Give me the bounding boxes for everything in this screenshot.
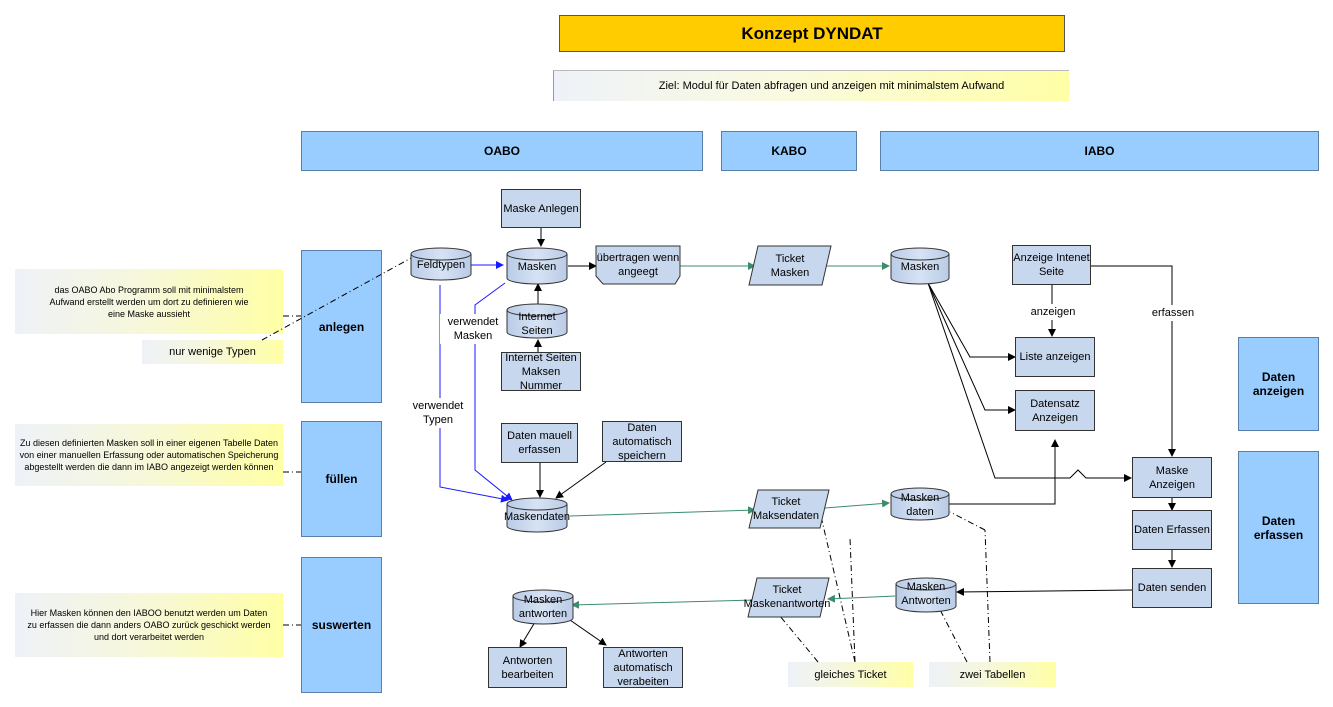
node-daten-senden: Daten senden [1132, 568, 1212, 608]
lane-oabo: OABO [301, 131, 703, 171]
node-iabo-maskenantworten: Masken Antworten [901, 581, 951, 607]
row-daten-anzeigen: Daten anzeigen [1238, 337, 1319, 431]
node-anzeige-internet: Anzeige Intenet Seite [1012, 245, 1091, 285]
row-daten-erfassen: Daten erfassen [1238, 451, 1319, 604]
note-auswerten: Hier Masken können den IABOO benutzt wer… [15, 593, 283, 657]
row-auswerten: suswerten [301, 557, 382, 693]
node-internet-seiten-nummer: Internet Seiten Maksen Nummer [501, 352, 581, 392]
lane-iabo: IABO [880, 131, 1319, 171]
node-maskendaten: Maskendaten [503, 511, 571, 523]
lane-kabo: KABO [721, 131, 857, 171]
row-anlegen: anlegen [301, 250, 382, 403]
diagram-title: Konzept DYNDAT [559, 15, 1065, 52]
node-iabo-maskendaten: Masken daten [900, 492, 940, 518]
row-fuellen: füllen [301, 421, 382, 537]
node-feldtypen: Feldtypen [416, 259, 466, 271]
node-ticket-masken: Ticket Masken [770, 253, 810, 279]
goal-note: Ziel: Modul für Daten abfragen und anzei… [553, 70, 1069, 101]
node-daten-automatisch: Daten automatisch speichern [602, 421, 682, 462]
edge-label-verwendet-typen: verwendet Typen [405, 398, 471, 428]
node-uebertragen: übertragen wenn angeegt [596, 252, 680, 278]
edge-label-anzeigen: anzeigen [1025, 304, 1081, 320]
node-maske-anlegen: Maske Anlegen [501, 189, 581, 228]
node-ticket-maskendaten: Ticket Maksendaten [752, 496, 820, 522]
node-masken: Masken [517, 261, 557, 273]
node-liste-anzeigen: Liste anzeigen [1015, 337, 1095, 377]
node-ticket-maskenantworten: Ticket Maskenantworten [743, 584, 831, 610]
note-gleiches-ticket: gleiches Ticket [788, 662, 913, 687]
node-daten-manuell: Daten mauell erfassen [501, 423, 578, 463]
note-wenige-typen: nur wenige Typen [142, 340, 283, 364]
note-oabo: das OABO Abo Programm soll mit minimalst… [15, 269, 283, 334]
node-internet-seiten: Internet Seiten [518, 311, 556, 337]
node-datensatz-anzeigen: Datensatz Anzeigen [1015, 390, 1095, 431]
node-antworten-bearbeiten: Antworten bearbeiten [488, 647, 567, 688]
node-antworten-automatisch: Antworten automatisch verabeiten [603, 647, 683, 688]
edge-label-verwendet-masken: verwendet Masken [440, 314, 506, 344]
node-iabo-masken: Masken [900, 261, 940, 273]
edge-label-erfassen: erfassen [1145, 305, 1201, 321]
node-masken-antworten: Masken antworten [518, 594, 568, 620]
node-maske-anzeigen: Maske Anzeigen [1132, 457, 1212, 498]
node-daten-erfassen: Daten Erfassen [1132, 510, 1212, 550]
note-zwei-tabellen: zwei Tabellen [929, 662, 1056, 687]
note-fuellen: Zu diesen definierten Masken soll in ein… [15, 424, 283, 486]
